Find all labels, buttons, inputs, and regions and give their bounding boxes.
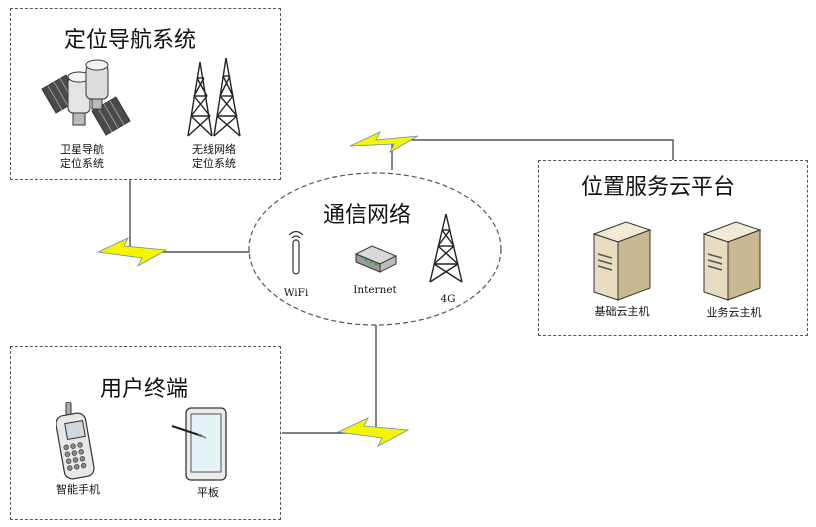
satellite-label-line2: 定位系统 xyxy=(60,157,104,170)
host1-label: 基础云主机 xyxy=(594,305,650,318)
wifi-label: WiFi xyxy=(283,287,309,299)
user-terminal-box xyxy=(10,346,281,520)
satellite-label-line1: 卫星导航 xyxy=(60,143,104,156)
cloud-platform-title: 位置服务云平台 xyxy=(581,175,736,200)
lightning-icon xyxy=(336,417,410,447)
mobile-phone-icon xyxy=(56,402,95,480)
lightning-icon xyxy=(349,131,419,154)
cell-tower-icon xyxy=(429,213,463,283)
user-terminal-title: 用户终端 xyxy=(100,377,189,402)
network-title: 通信网络 xyxy=(323,203,412,228)
tablet-icon xyxy=(171,407,227,481)
tablet-label: 平板 xyxy=(197,486,219,499)
positioning-system-title: 定位导航系统 xyxy=(64,28,197,53)
wireless-label: 无线网络 定位系统 xyxy=(182,143,246,171)
server-icon xyxy=(702,221,762,301)
cell-label: 4G xyxy=(440,293,456,305)
cloud-platform-box xyxy=(538,160,808,336)
link-network-terminal xyxy=(282,325,377,434)
server-icon xyxy=(592,221,652,301)
wireless-label-line2: 定位系统 xyxy=(192,157,236,170)
host2-label: 业务云主机 xyxy=(706,306,762,319)
router-icon xyxy=(354,245,398,273)
wifi-antenna-icon xyxy=(288,230,304,275)
phone-label: 智能手机 xyxy=(56,483,100,496)
wireless-label-line1: 无线网络 xyxy=(192,143,236,156)
link-positioning-network xyxy=(129,180,250,253)
internet-label: Internet xyxy=(353,284,397,296)
lightning-icon xyxy=(96,237,168,268)
satellite-icon xyxy=(41,59,131,136)
radio-tower-icon xyxy=(187,57,241,137)
network-ellipse xyxy=(248,172,502,326)
positioning-system-box xyxy=(10,8,281,180)
satellite-label: 卫星导航 定位系统 xyxy=(50,143,114,171)
link-network-cloud xyxy=(391,139,674,170)
